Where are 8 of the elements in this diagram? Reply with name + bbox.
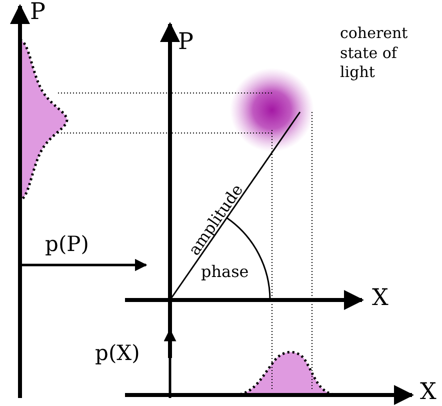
axis-label: P	[178, 30, 194, 56]
axis-label: X	[372, 286, 388, 312]
axis-label: p(X)	[95, 342, 140, 366]
annotation-text: coherent state of light	[340, 24, 409, 82]
axis-label: p(P)	[45, 233, 89, 256]
quantity-label: phase	[201, 263, 249, 281]
axis-label: P	[30, 0, 46, 26]
axis-label: X	[420, 380, 436, 406]
